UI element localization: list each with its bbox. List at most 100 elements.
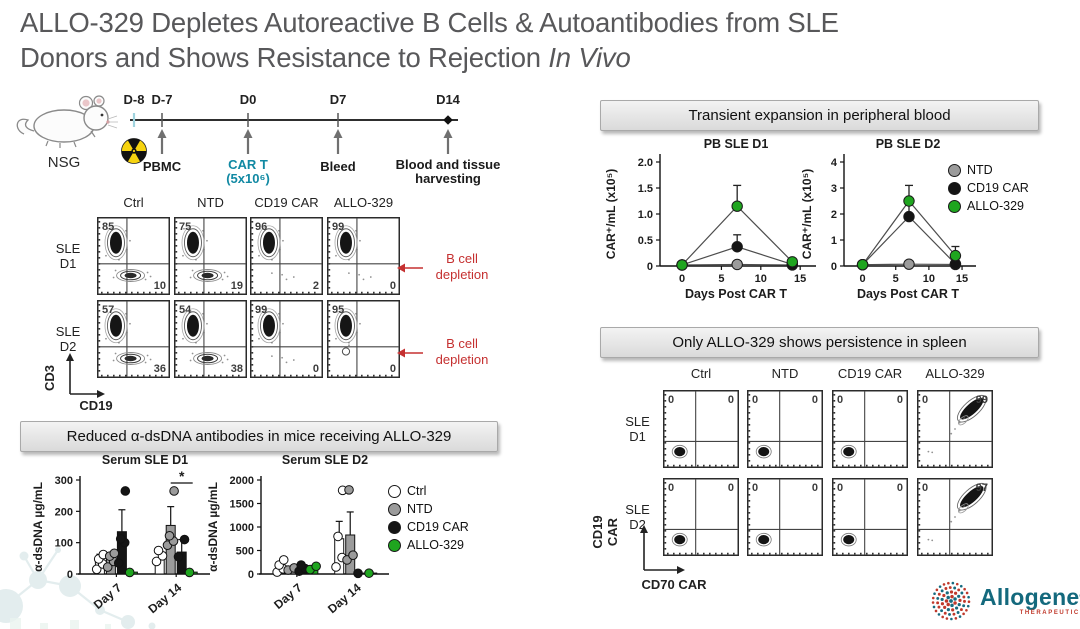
- svg-text:CAR⁺/mL (x10⁵): CAR⁺/mL (x10⁵): [800, 169, 814, 259]
- flow-plot: 85 10: [97, 217, 170, 295]
- legend-marker: [948, 163, 961, 177]
- flow-row-label: SLE D2: [55, 324, 81, 354]
- y-axis-cd19car-1: CD19: [590, 515, 605, 548]
- svg-text:300: 300: [55, 475, 73, 487]
- svg-text:0: 0: [647, 261, 653, 273]
- event-harvest-2: harvesting: [415, 171, 481, 186]
- svg-text:Days Post CAR T: Days Post CAR T: [685, 287, 787, 301]
- legend-label: NTD: [967, 163, 993, 177]
- svg-text:19: 19: [231, 280, 243, 292]
- legend-marker: [388, 538, 401, 552]
- svg-text:96: 96: [255, 221, 267, 233]
- svg-text:0: 0: [248, 569, 254, 581]
- tick-d-7: D-7: [152, 92, 173, 107]
- flow-column-label: ALLO-329: [333, 195, 394, 210]
- svg-text:0: 0: [897, 482, 903, 494]
- svg-text:1500: 1500: [230, 499, 254, 511]
- svg-text:Serum SLE D1: Serum SLE D1: [102, 453, 188, 467]
- depletion-arrow-d2: [397, 348, 423, 358]
- svg-text:Serum SLE D2: Serum SLE D2: [282, 453, 368, 467]
- logo-brand: Allogene: [980, 584, 1080, 610]
- svg-text:100: 100: [55, 538, 73, 550]
- svg-text:0: 0: [837, 482, 843, 494]
- svg-text:0: 0: [752, 482, 758, 494]
- svg-text:99: 99: [976, 394, 988, 406]
- logo-subtitle: THERAPEUTICS: [1019, 610, 1080, 616]
- svg-text:2000: 2000: [230, 475, 254, 487]
- svg-text:85: 85: [102, 221, 114, 233]
- svg-text:10: 10: [154, 280, 166, 292]
- flow-column-label: NTD: [197, 195, 224, 210]
- flow-plot: 990: [250, 300, 323, 378]
- study-timeline: NSG D-8 D-7 D0 D7 D14 PBMC CAR T (5x10⁶): [16, 92, 500, 186]
- svg-text:Day 14: Day 14: [145, 580, 184, 616]
- svg-text:0: 0: [860, 273, 866, 285]
- svg-text:0: 0: [752, 394, 758, 406]
- legend-item-allo-329: ALLO-329: [388, 538, 469, 552]
- event-bleed: Bleed: [320, 159, 355, 174]
- svg-text:95: 95: [332, 304, 344, 316]
- flow-row-label: SLE D1: [55, 241, 81, 271]
- depletion-note-d1: B cell depletion: [435, 251, 489, 282]
- logo-dot-cluster: [931, 581, 971, 621]
- svg-text:Day 7: Day 7: [271, 580, 305, 612]
- svg-text:97: 97: [976, 482, 988, 494]
- svg-text:0: 0: [728, 482, 734, 494]
- flow-column-label: CD19 CAR: [837, 366, 903, 381]
- tick-d0: D0: [240, 92, 257, 107]
- legend-marker: [388, 502, 401, 516]
- legend-item-ctrl: Ctrl: [388, 484, 469, 498]
- svg-text:38: 38: [231, 363, 243, 375]
- pb-panel-header: Transient expansion in peripheral blood: [600, 100, 1039, 131]
- svg-text:500: 500: [236, 546, 254, 558]
- svg-text:99: 99: [255, 304, 267, 316]
- svg-text:0: 0: [922, 394, 928, 406]
- mouse-illustration: [16, 95, 118, 148]
- axis-cd19car-cd70car: CD19 CAR CD70 CAR: [590, 515, 707, 592]
- legend-item-allo-329: ALLO-329: [948, 199, 1029, 213]
- svg-text:0: 0: [897, 394, 903, 406]
- title-line2-italic: In Vivo: [548, 42, 631, 73]
- flow-plot: 990: [327, 217, 400, 295]
- svg-text:0: 0: [812, 482, 818, 494]
- molecule-watermark: [0, 547, 156, 629]
- svg-text:0: 0: [812, 394, 818, 406]
- svg-text:0: 0: [390, 280, 396, 292]
- legend-label: CD19 CAR: [967, 181, 1029, 195]
- title-line2: Donors and Shows Resistance to Rejection: [20, 42, 541, 73]
- legend-item-cd19-car: CD19 CAR: [388, 520, 469, 534]
- mouse-label: NSG: [48, 154, 81, 171]
- flow-column-label: Ctrl: [123, 195, 144, 210]
- legend-marker: [948, 199, 961, 213]
- svg-text:0: 0: [679, 273, 685, 285]
- y-axis-cd19car-2: CAR: [605, 517, 620, 546]
- legend-marker: [388, 520, 401, 534]
- slide-title: ALLO-329 Depletes Autoreactive B Cells &…: [20, 5, 1072, 75]
- flow-plot: 0 99: [917, 390, 993, 468]
- svg-text:2: 2: [831, 209, 837, 221]
- svg-text:0: 0: [837, 394, 843, 406]
- legend-label: ALLO-329: [407, 538, 464, 552]
- svg-text:*: *: [179, 468, 185, 484]
- spleen-panel-header: Only ALLO-329 shows persistence in splee…: [600, 327, 1039, 358]
- svg-text:Day 14: Day 14: [325, 580, 364, 616]
- svg-text:α-dsDNA µg/mL: α-dsDNA µg/mL: [31, 482, 45, 572]
- dsdna-panel-header: Reduced α-dsDNA antibodies in mice recei…: [20, 421, 498, 452]
- flow-row-label: SLE D1: [625, 414, 650, 444]
- svg-text:3: 3: [831, 183, 837, 195]
- svg-text:2: 2: [313, 280, 319, 292]
- svg-text:2.0: 2.0: [638, 157, 653, 169]
- axis-cd3-cd19: CD3 CD19: [42, 353, 113, 413]
- svg-text:1.5: 1.5: [638, 183, 653, 195]
- tick-d14: D14: [436, 92, 461, 107]
- legend-label: Ctrl: [407, 484, 427, 498]
- legend-marker: [388, 484, 401, 498]
